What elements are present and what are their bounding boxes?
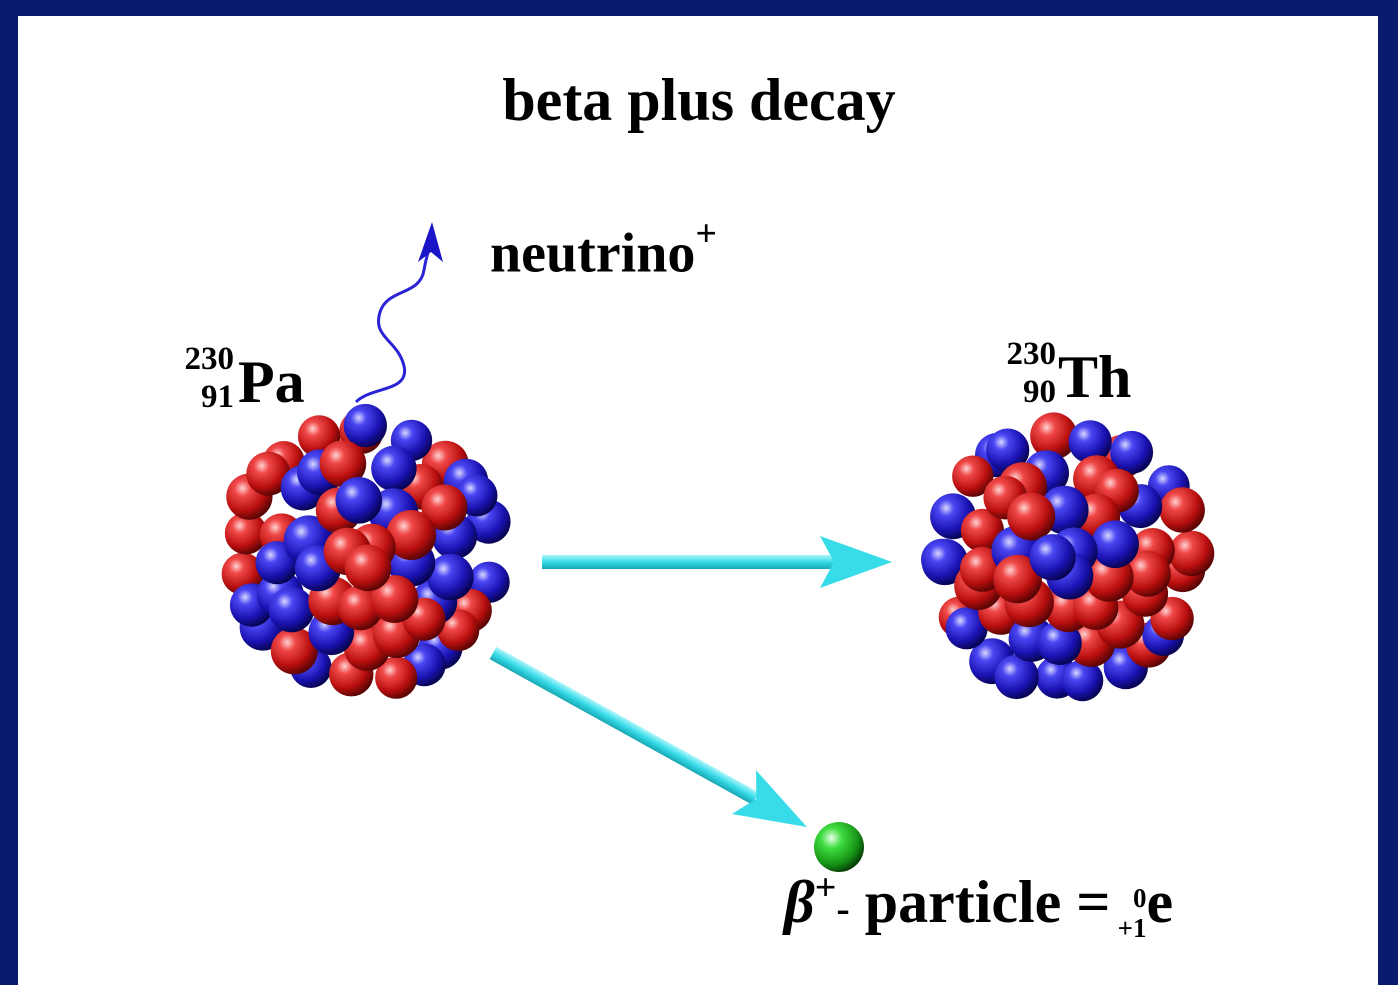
proton-sphere: [960, 508, 1005, 552]
beta-particle-text: particle =: [849, 869, 1111, 935]
neutron-sphere: [1029, 534, 1076, 581]
daughter-mass-number: 230: [1006, 336, 1057, 372]
neutron-sphere: [945, 607, 988, 650]
neutrino-arrow: [354, 222, 443, 404]
positron-mass-number: 0: [1133, 883, 1147, 913]
proton-sphere: [319, 440, 367, 488]
proton-sphere: [344, 544, 392, 592]
parent-symbol: Pa: [238, 349, 305, 415]
neutron-sphere: [921, 538, 969, 586]
proton-sphere: [1124, 550, 1171, 597]
proton-sphere: [1007, 492, 1056, 541]
neutron-sphere: [994, 654, 1039, 700]
beta-dash: -: [836, 886, 850, 931]
beta-charge: +: [814, 867, 837, 909]
proton-sphere: [386, 510, 437, 560]
proton-sphere: [375, 656, 418, 699]
neutron-sphere: [371, 445, 417, 492]
parent-mass-number: 230: [184, 341, 235, 377]
neutron-sphere: [1068, 420, 1112, 464]
daughter-symbol: Th: [1058, 344, 1132, 410]
parent-atomic-number: 91: [201, 379, 234, 415]
proton-sphere: [1030, 412, 1078, 460]
neutron-sphere: [1061, 659, 1104, 702]
neutron-sphere: [335, 477, 383, 524]
proton-sphere: [224, 512, 268, 555]
thorium-nucleus: [921, 412, 1215, 702]
neutron-sphere: [986, 428, 1030, 472]
proton-sphere: [370, 575, 419, 623]
neutrino-charge: +: [695, 213, 718, 255]
neutron-sphere: [427, 553, 474, 601]
beta-symbol: β: [784, 869, 815, 935]
proton-sphere: [952, 455, 994, 497]
diagram-title: beta plus decay: [502, 67, 896, 133]
positron-charge-number: +1: [1117, 913, 1147, 943]
daughter-atomic-number: 90: [1023, 374, 1056, 410]
protactinium-nucleus: [221, 403, 511, 699]
neutron-sphere: [268, 586, 315, 633]
positron-symbol: e: [1146, 869, 1174, 935]
proton-sphere: [1168, 530, 1215, 577]
proton-sphere: [270, 627, 318, 675]
neutron-sphere: [1091, 520, 1139, 568]
positron-arrow: [489, 646, 807, 828]
neutron-sphere: [343, 403, 387, 448]
proton-sphere: [993, 554, 1042, 604]
decay-arrow: [542, 536, 892, 588]
proton-sphere: [421, 484, 468, 531]
proton-sphere: [246, 451, 291, 496]
neutrino-text: neutrino: [490, 222, 696, 285]
neutrino-label: neutrino+: [490, 213, 717, 286]
positron-notation: 0+1: [1113, 877, 1147, 942]
proton-sphere: [1159, 487, 1205, 533]
positron-particle: [814, 822, 864, 872]
neutron-sphere: [1110, 430, 1154, 474]
